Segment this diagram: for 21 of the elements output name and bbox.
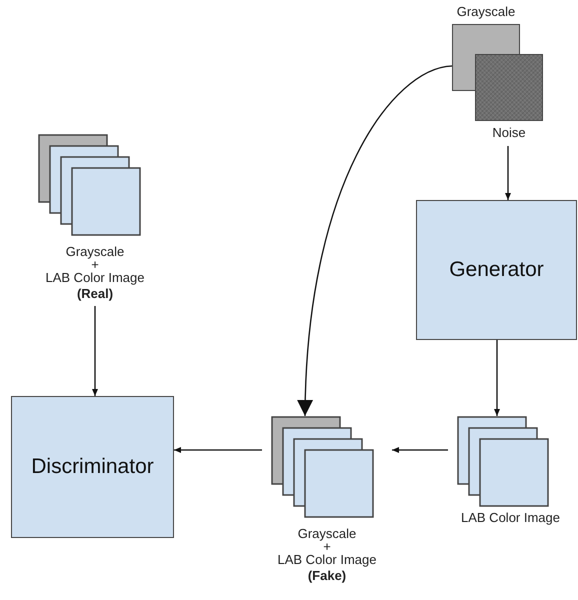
- plus-sign: +: [91, 260, 99, 270]
- arrow: [92, 306, 98, 396]
- image-label: (Fake): [308, 568, 346, 584]
- arrow: [494, 340, 500, 416]
- arrow: [174, 447, 262, 453]
- image-label: Grayscale: [298, 526, 356, 542]
- curved-arrow: [298, 65, 452, 416]
- image-label: (Real): [76, 286, 114, 302]
- image-label: Grayscale: [66, 244, 124, 260]
- image-label: LAB Color Image: [461, 510, 560, 526]
- arrow: [505, 146, 511, 200]
- image-label: Noise: [492, 125, 526, 141]
- image-label: Grayscale: [456, 4, 516, 20]
- box-label: Discriminator: [31, 455, 154, 479]
- arrow: [392, 447, 448, 453]
- image-label: LAB Color Image: [46, 270, 144, 286]
- box-label: Generator: [449, 258, 544, 282]
- image-label: LAB Color Image: [278, 552, 376, 568]
- process-box: [416, 200, 577, 340]
- plus-sign: +: [323, 542, 331, 552]
- process-box: [11, 396, 174, 538]
